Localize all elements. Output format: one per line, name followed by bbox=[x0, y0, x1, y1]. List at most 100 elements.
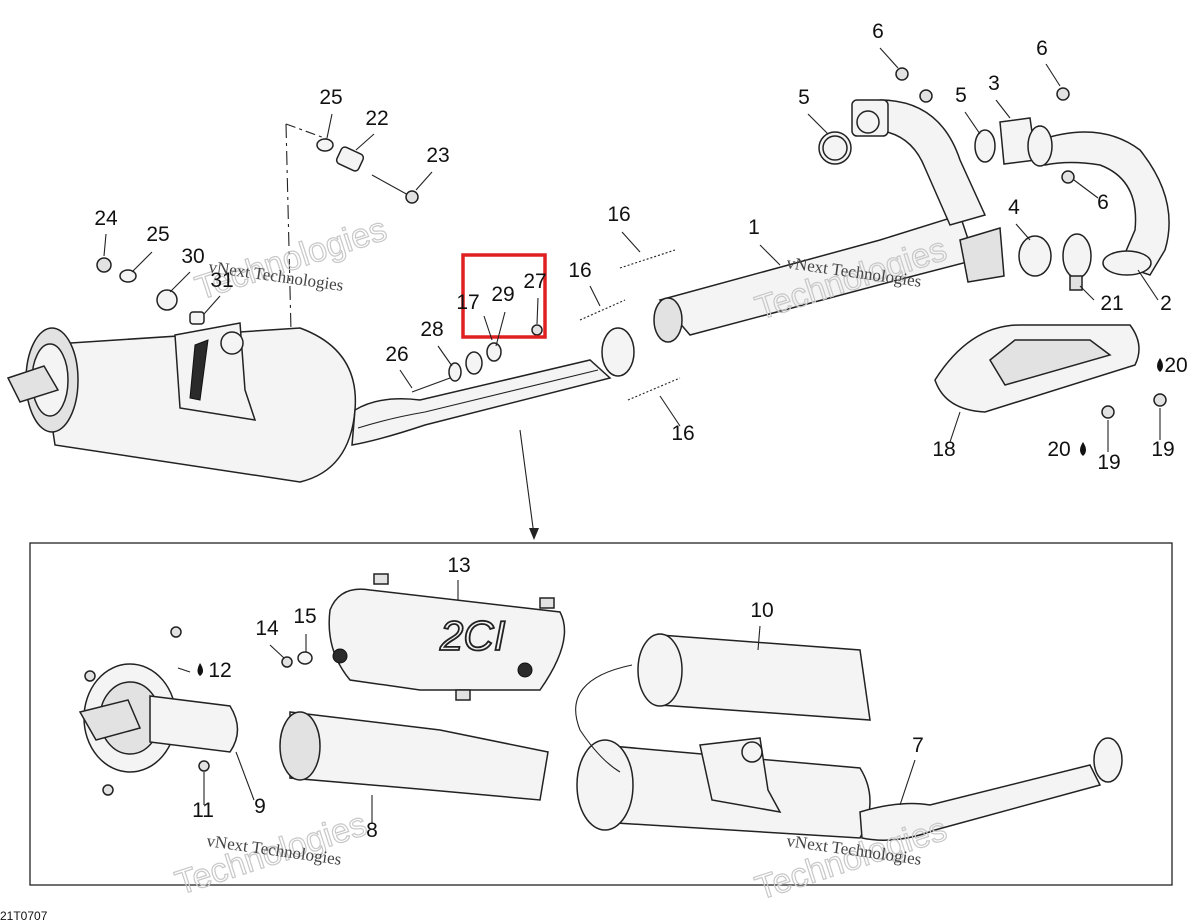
callout-c10: 10 bbox=[750, 599, 773, 622]
grommet-17 bbox=[465, 351, 483, 375]
leader-lines-upper bbox=[103, 47, 1161, 452]
callout-c16b: 16 bbox=[568, 259, 591, 282]
inner-core-8-end bbox=[279, 711, 321, 781]
front-pipe bbox=[653, 214, 1005, 343]
nut-6a-2 bbox=[919, 89, 933, 103]
callout-c25a: 25 bbox=[319, 86, 342, 109]
screw-19b bbox=[1153, 393, 1167, 407]
header-port-b bbox=[1027, 125, 1053, 167]
shield-grommet-a bbox=[332, 648, 348, 664]
drawing-code: 21T0707 bbox=[0, 909, 48, 923]
muffler-7-pipe bbox=[859, 764, 1102, 841]
callout-c28: 28 bbox=[420, 318, 443, 341]
callout-c13: 13 bbox=[447, 554, 470, 577]
header-outlet bbox=[1102, 250, 1152, 276]
header-port-a bbox=[856, 110, 880, 134]
callout-c26: 26 bbox=[385, 343, 408, 366]
mid-pipe bbox=[351, 359, 612, 446]
nut-6b bbox=[1056, 87, 1070, 101]
muffler-7-inlet bbox=[1093, 737, 1123, 783]
spacer-29 bbox=[486, 342, 502, 362]
front-pipe-end bbox=[653, 297, 683, 343]
washer-25b bbox=[119, 269, 137, 283]
insert-arrow bbox=[575, 664, 633, 773]
muffler-assembly bbox=[6, 322, 357, 483]
gasket-5a-inner bbox=[822, 135, 848, 161]
callout-c2: 2 bbox=[1160, 292, 1172, 315]
washer-15 bbox=[297, 651, 313, 665]
lower-assembly bbox=[78, 573, 1123, 841]
fluid-drop-icons bbox=[197, 358, 1163, 676]
callout-c5b: 5 bbox=[955, 84, 967, 107]
nut-6c bbox=[1061, 170, 1075, 184]
callout-c1: 1 bbox=[748, 216, 760, 239]
screw-14 bbox=[281, 656, 293, 668]
callout-c15: 15 bbox=[293, 605, 316, 628]
decal-text: 2CI bbox=[439, 612, 506, 659]
callout-c31: 31 bbox=[210, 269, 233, 292]
bolt-11b bbox=[102, 784, 114, 796]
callout-c6a: 6 bbox=[872, 20, 884, 43]
washer-25a bbox=[316, 138, 334, 152]
callout-c17: 17 bbox=[456, 291, 479, 314]
bracket-stripe bbox=[189, 339, 209, 401]
callout-c6c: 6 bbox=[1097, 191, 1109, 214]
pipe-inlet-ring bbox=[601, 327, 635, 377]
bolt-26 bbox=[411, 377, 451, 393]
nut-27 bbox=[531, 324, 543, 336]
mount-center-line-2 bbox=[285, 123, 331, 141]
bolt-23-head bbox=[405, 190, 419, 204]
grommet-30 bbox=[156, 289, 178, 311]
highlight-box bbox=[461, 253, 547, 339]
callout-c21: 21 bbox=[1100, 292, 1123, 315]
callout-c20b: 20 bbox=[1047, 438, 1070, 461]
bolt-12 bbox=[170, 626, 182, 638]
callout-c7: 7 bbox=[912, 734, 924, 757]
callout-c19a: 19 bbox=[1097, 451, 1120, 474]
sleeve-4 bbox=[1018, 235, 1052, 277]
callout-c9: 9 bbox=[254, 795, 266, 818]
detail-arrow-line bbox=[519, 429, 535, 536]
shield-grommet-b bbox=[517, 662, 533, 678]
spacer-31 bbox=[189, 311, 205, 325]
callout-c23: 23 bbox=[426, 144, 449, 167]
callout-c8: 8 bbox=[366, 819, 378, 842]
callout-c29: 29 bbox=[491, 283, 514, 306]
nut-24 bbox=[96, 257, 112, 273]
front-pipe-slip-joint bbox=[959, 227, 1005, 283]
clamp-21-bolt bbox=[1069, 275, 1083, 291]
gasket-5b bbox=[974, 129, 996, 163]
end-cap-9-tube bbox=[149, 695, 239, 753]
upper-assembly bbox=[6, 47, 1170, 540]
callout-c24: 24 bbox=[94, 207, 118, 230]
callout-c16c: 16 bbox=[671, 422, 694, 445]
tailpipe-tip-lower bbox=[78, 699, 142, 741]
callout-c22: 22 bbox=[365, 107, 388, 130]
drop-icon bbox=[197, 663, 203, 676]
callout-c4: 4 bbox=[1008, 196, 1020, 219]
muffler-7-end bbox=[576, 739, 634, 831]
muffler-shield-13 bbox=[328, 588, 566, 691]
pipe-seam bbox=[357, 369, 599, 429]
exhaust-header bbox=[851, 99, 1170, 276]
inner-core-8 bbox=[289, 711, 549, 801]
spring-16c bbox=[627, 377, 681, 401]
callout-c20a: 20 bbox=[1164, 354, 1187, 377]
bracket-hole bbox=[220, 331, 244, 355]
callout-c30: 30 bbox=[181, 245, 204, 268]
tailpipe-tip bbox=[6, 365, 60, 403]
header-tube-b bbox=[1039, 131, 1170, 276]
packing-10-end bbox=[637, 633, 683, 707]
shield-clip-b bbox=[539, 597, 555, 609]
spring-16a bbox=[619, 249, 676, 269]
callout-c27: 27 bbox=[523, 270, 546, 293]
callout-c5a: 5 bbox=[798, 86, 810, 109]
muffler-7-bracket-hole bbox=[741, 741, 763, 763]
clamp-21 bbox=[1062, 233, 1092, 279]
callout-c18: 18 bbox=[932, 438, 955, 461]
packing-10 bbox=[659, 634, 871, 721]
washer-28 bbox=[448, 362, 462, 382]
